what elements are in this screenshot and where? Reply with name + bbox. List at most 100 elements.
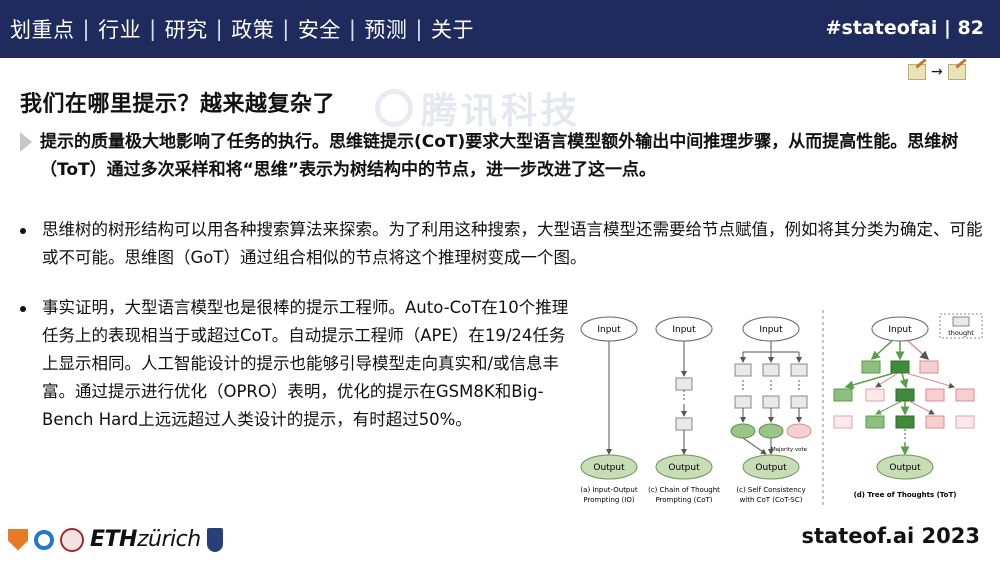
edge bbox=[875, 372, 899, 388]
university-seal-icon bbox=[60, 527, 84, 552]
caption-line: Prompting (CoT) bbox=[655, 496, 712, 504]
output-label: Output bbox=[889, 463, 921, 473]
thought-node bbox=[925, 415, 945, 429]
eth-logo: ETHzürich bbox=[90, 527, 201, 552]
thought-node bbox=[762, 395, 780, 409]
thought-node bbox=[734, 395, 752, 409]
legend-box bbox=[939, 313, 983, 339]
watermark-logo-icon bbox=[375, 89, 413, 127]
nav-separator: | bbox=[282, 17, 290, 41]
watermark: 腾讯科技 bbox=[375, 82, 581, 134]
edge bbox=[905, 372, 955, 389]
input-label: Input bbox=[888, 325, 912, 335]
nav-separator: | bbox=[348, 17, 357, 41]
thought-node bbox=[895, 388, 915, 402]
eth-logo-suffix: zürich bbox=[136, 527, 201, 552]
input-label: Input bbox=[597, 325, 621, 335]
caption-line: Prompting (IO) bbox=[583, 496, 634, 504]
nav-item-highlights[interactable]: 划重点 bbox=[10, 18, 75, 42]
input-label: Input bbox=[759, 325, 783, 335]
slide-title: 我们在哪里提示？越来越复杂了 bbox=[20, 92, 336, 117]
thought-node bbox=[675, 377, 693, 391]
callout-marker-icon bbox=[20, 132, 32, 152]
partner-logos: ETHzürich bbox=[8, 527, 223, 552]
bullet-dot-icon bbox=[20, 306, 26, 312]
caption-line: with CoT (CoT-SC) bbox=[740, 496, 803, 504]
nav-separator: | bbox=[82, 17, 91, 41]
answer-node bbox=[758, 423, 784, 439]
oxford-crest-icon bbox=[206, 527, 223, 552]
slide-tag-and-number: #stateofai | 82 bbox=[825, 17, 984, 39]
edge bbox=[844, 372, 895, 390]
output-label: Output bbox=[668, 463, 700, 473]
legend-label: thought bbox=[948, 329, 974, 337]
thought-node bbox=[865, 415, 885, 429]
thought-node bbox=[790, 395, 808, 409]
bullet-item: 思维树的树形结构可以用各种搜索算法来探索。为了利用这种搜索，大型语言模型还需要给… bbox=[20, 216, 985, 272]
footer-brand: stateof.ai 2023 bbox=[801, 524, 980, 548]
nav-item-politics[interactable]: 政策 bbox=[231, 18, 275, 42]
legend-thought-icon bbox=[952, 316, 970, 327]
thought-node bbox=[762, 363, 780, 377]
caption-line: (d) Tree of Thoughts (ToT) bbox=[854, 491, 957, 499]
output-node bbox=[876, 454, 934, 480]
answer-node bbox=[730, 423, 756, 439]
arrow-right-icon: → bbox=[931, 64, 943, 80]
bullet-text: 事实证明，大型语言模型也是很棒的提示工程师。Auto-CoT在10个推理任务上的… bbox=[42, 298, 569, 429]
input-label: Input bbox=[672, 325, 696, 335]
watermark-text: 腾讯科技 bbox=[421, 91, 582, 132]
thought-node bbox=[790, 363, 808, 377]
note-icon[interactable] bbox=[947, 64, 966, 80]
note-navigation: → bbox=[908, 64, 966, 80]
panel-cot-sc: Input Majority vote Output (c) Self Cons… bbox=[730, 316, 812, 504]
edge bbox=[907, 340, 930, 361]
callout-text: 提示的质量极大地影响了任务的执行。思维链提示(CoT)要求大型语言模型额外输出中… bbox=[40, 132, 959, 180]
thought-node bbox=[833, 388, 853, 402]
top-nav: 划重点 | 行业 | 研究 | 政策 | 安全 | 预测 | 关于 bbox=[10, 14, 474, 44]
output-label: Output bbox=[593, 463, 625, 473]
nav-item-safety[interactable]: 安全 bbox=[297, 18, 341, 42]
key-point-callout: 提示的质量极大地影响了任务的执行。思维链提示(CoT)要求大型语言模型额外输出中… bbox=[20, 128, 985, 184]
note-icon[interactable] bbox=[908, 64, 926, 80]
ring-logo-icon bbox=[34, 529, 54, 550]
nav-separator: | bbox=[215, 17, 224, 41]
thought-node bbox=[861, 360, 881, 374]
thought-node bbox=[895, 415, 915, 429]
panel-tot: thought Input Output (d) Tree of Thought… bbox=[833, 313, 983, 499]
output-node bbox=[580, 454, 638, 480]
thought-node bbox=[919, 360, 939, 374]
bullet-text: 思维树的树形结构可以用各种搜索算法来探索。为了利用这种搜索，大型语言模型还需要给… bbox=[42, 220, 983, 267]
caption-line: (a) Input-Output bbox=[580, 486, 637, 494]
thought-node bbox=[890, 360, 910, 374]
edge bbox=[875, 400, 903, 415]
panel-cot: Input Output (c) Chain of Thought Prompt… bbox=[648, 316, 720, 504]
answer-node bbox=[786, 423, 812, 439]
majority-vote-label: Majority vote bbox=[771, 447, 808, 453]
nav-item-about[interactable]: 关于 bbox=[430, 18, 474, 42]
princeton-shield-icon bbox=[8, 528, 28, 551]
nav-separator: | bbox=[149, 17, 157, 41]
nav-item-industry[interactable]: 行业 bbox=[98, 18, 142, 42]
output-node bbox=[742, 454, 800, 480]
thought-node bbox=[833, 415, 853, 429]
thought-node bbox=[955, 388, 975, 402]
nav-separator: | bbox=[415, 17, 423, 41]
output-label: Output bbox=[755, 463, 787, 473]
thought-node bbox=[955, 415, 975, 429]
edge bbox=[870, 340, 893, 361]
edge bbox=[908, 400, 935, 415]
thought-node bbox=[675, 417, 693, 431]
thought-node bbox=[925, 388, 945, 402]
header-bar: 划重点 | 行业 | 研究 | 政策 | 安全 | 预测 | 关于 #state… bbox=[0, 0, 1000, 58]
output-node bbox=[655, 454, 713, 480]
edge bbox=[742, 437, 767, 455]
edge bbox=[899, 372, 909, 389]
eth-logo-text: ETH bbox=[90, 527, 137, 552]
panel-io: Input Output (a) Input-Output Prompting … bbox=[580, 316, 638, 504]
caption-line: (c) Self Consistency bbox=[736, 486, 805, 494]
thought-node bbox=[865, 388, 885, 402]
nav-item-research[interactable]: 研究 bbox=[164, 18, 208, 42]
nav-item-predictions[interactable]: 预测 bbox=[364, 18, 408, 42]
bullet-item: 事实证明，大型语言模型也是很棒的提示工程师。Auto-CoT在10个推理任务上的… bbox=[20, 294, 575, 434]
bullet-dot-icon bbox=[20, 228, 26, 234]
